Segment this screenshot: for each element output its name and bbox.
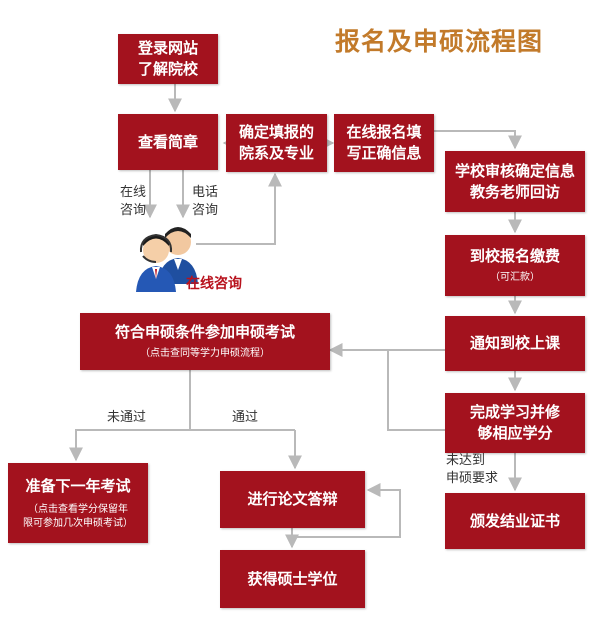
box-brochure[interactable]: 查看简章 [118, 114, 218, 170]
label-online-consult: 在线 咨询 [120, 185, 147, 218]
box-thesis-defense[interactable]: 进行论文答辩 [220, 471, 365, 528]
box-apply-online[interactable]: 在线报名填 写正确信息 [334, 114, 434, 172]
box-degree-exam[interactable]: 符合申硕条件参加申硕考试 （点击查同等学力申硕流程） [80, 313, 330, 370]
box-pay-fee[interactable]: 到校报名缴费 （可汇款） [445, 235, 585, 296]
box-notify-class[interactable]: 通知到校上课 [445, 316, 585, 371]
box-complete-credits[interactable]: 完成学习并修 够相应学分 [445, 393, 585, 453]
label-not-reached: 未达到 申硕要求 [446, 453, 499, 486]
label-passed: 通过 [232, 410, 259, 425]
arrow-exam-to-next-year [69, 429, 295, 462]
box-next-year-exam[interactable]: 准备下一年考试 （点击查看学分保留年 限可参加几次申硕考试） [8, 463, 148, 543]
arrow-consult-to-choose [196, 172, 282, 245]
label-not-passed: 未通过 [107, 410, 147, 425]
online-consult-link[interactable]: 在线咨询 [186, 276, 242, 292]
box-school-review[interactable]: 学校审核确定信息 教务老师回访 [445, 151, 585, 212]
box-login[interactable]: 登录网站 了解院校 [118, 34, 218, 84]
label-phone-consult: 电话 咨询 [192, 185, 219, 218]
page-title: 报名及申硕流程图 [335, 27, 544, 56]
arrow-apply-to-review [434, 130, 522, 150]
box-choose-major[interactable]: 确定填报的 院系及专业 [226, 114, 327, 172]
box-master-degree[interactable]: 获得硕士学位 [220, 550, 365, 608]
arrow-complete-to-exam-loop [387, 350, 445, 431]
customer-service-avatar-icon[interactable] [134, 222, 200, 292]
box-completion-certificate[interactable]: 颁发结业证书 [445, 493, 585, 549]
arrow-degree-loop-to-defense [292, 483, 401, 538]
